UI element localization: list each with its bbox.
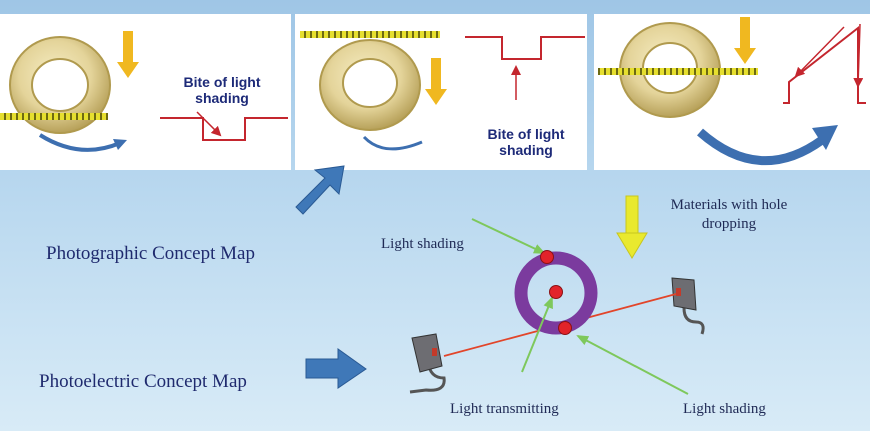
photographic-concept-label: Photographic Concept Map xyxy=(46,243,255,264)
bite-label-2-line2: shading xyxy=(499,142,553,158)
pointer-arrow-bottom xyxy=(576,335,689,395)
materials-label-line2: dropping xyxy=(701,216,757,232)
red-dot-center xyxy=(549,285,563,299)
diagonal-arrow-icon xyxy=(295,165,345,215)
light-transmitting-label: Light transmitting xyxy=(450,401,559,417)
signal-waveform xyxy=(465,36,585,60)
red-dot-top xyxy=(540,250,554,264)
sensor-tape xyxy=(598,68,758,75)
pointer-arrow-top xyxy=(471,218,546,254)
bite-label-1-line1: Bite of light xyxy=(183,74,261,90)
light-shading-top-label: Light shading xyxy=(381,236,464,252)
rotation-arrow-icon xyxy=(38,133,121,152)
sensor-left xyxy=(409,333,446,394)
sensor-tape xyxy=(300,31,440,38)
sensor-right xyxy=(671,277,705,335)
down-arrow-icon xyxy=(734,17,756,64)
gold-ring xyxy=(319,39,421,131)
gold-ring xyxy=(9,36,111,134)
signal-waveform xyxy=(783,25,866,104)
materials-label: Materials with hole dropping xyxy=(648,196,810,234)
bite-label-1-line2: shading xyxy=(195,90,249,106)
red-dot-bottom xyxy=(558,321,572,335)
right-arrow-icon xyxy=(305,348,367,389)
pointer-arrow-transmitting xyxy=(521,296,553,373)
drop-arrow-icon xyxy=(616,195,648,259)
bite-label-2-line1: Bite of light xyxy=(487,126,565,142)
rotation-arrow-icon xyxy=(697,128,825,166)
pointer-arrow xyxy=(853,23,864,88)
down-arrow-icon xyxy=(117,31,139,78)
panel-3-graphics xyxy=(598,17,866,166)
light-shading-bottom-label: Light shading xyxy=(683,401,766,417)
panel-1-graphics xyxy=(0,31,288,152)
photoelectric-concept-label: Photoelectric Concept Map xyxy=(39,371,247,392)
signal-waveform xyxy=(160,117,288,141)
bite-label-2: Bite of light shading xyxy=(470,126,582,158)
purple-ring xyxy=(514,251,598,335)
pointer-arrow xyxy=(794,26,845,78)
sensor-tape xyxy=(0,113,108,120)
bite-label-1: Bite of light shading xyxy=(166,74,278,106)
down-arrow-icon xyxy=(425,58,447,105)
materials-label-line1: Materials with hole xyxy=(670,197,788,213)
panel-2-graphics xyxy=(300,31,585,151)
pointer-arrow xyxy=(196,111,222,137)
rotation-arrow-icon xyxy=(362,135,423,151)
